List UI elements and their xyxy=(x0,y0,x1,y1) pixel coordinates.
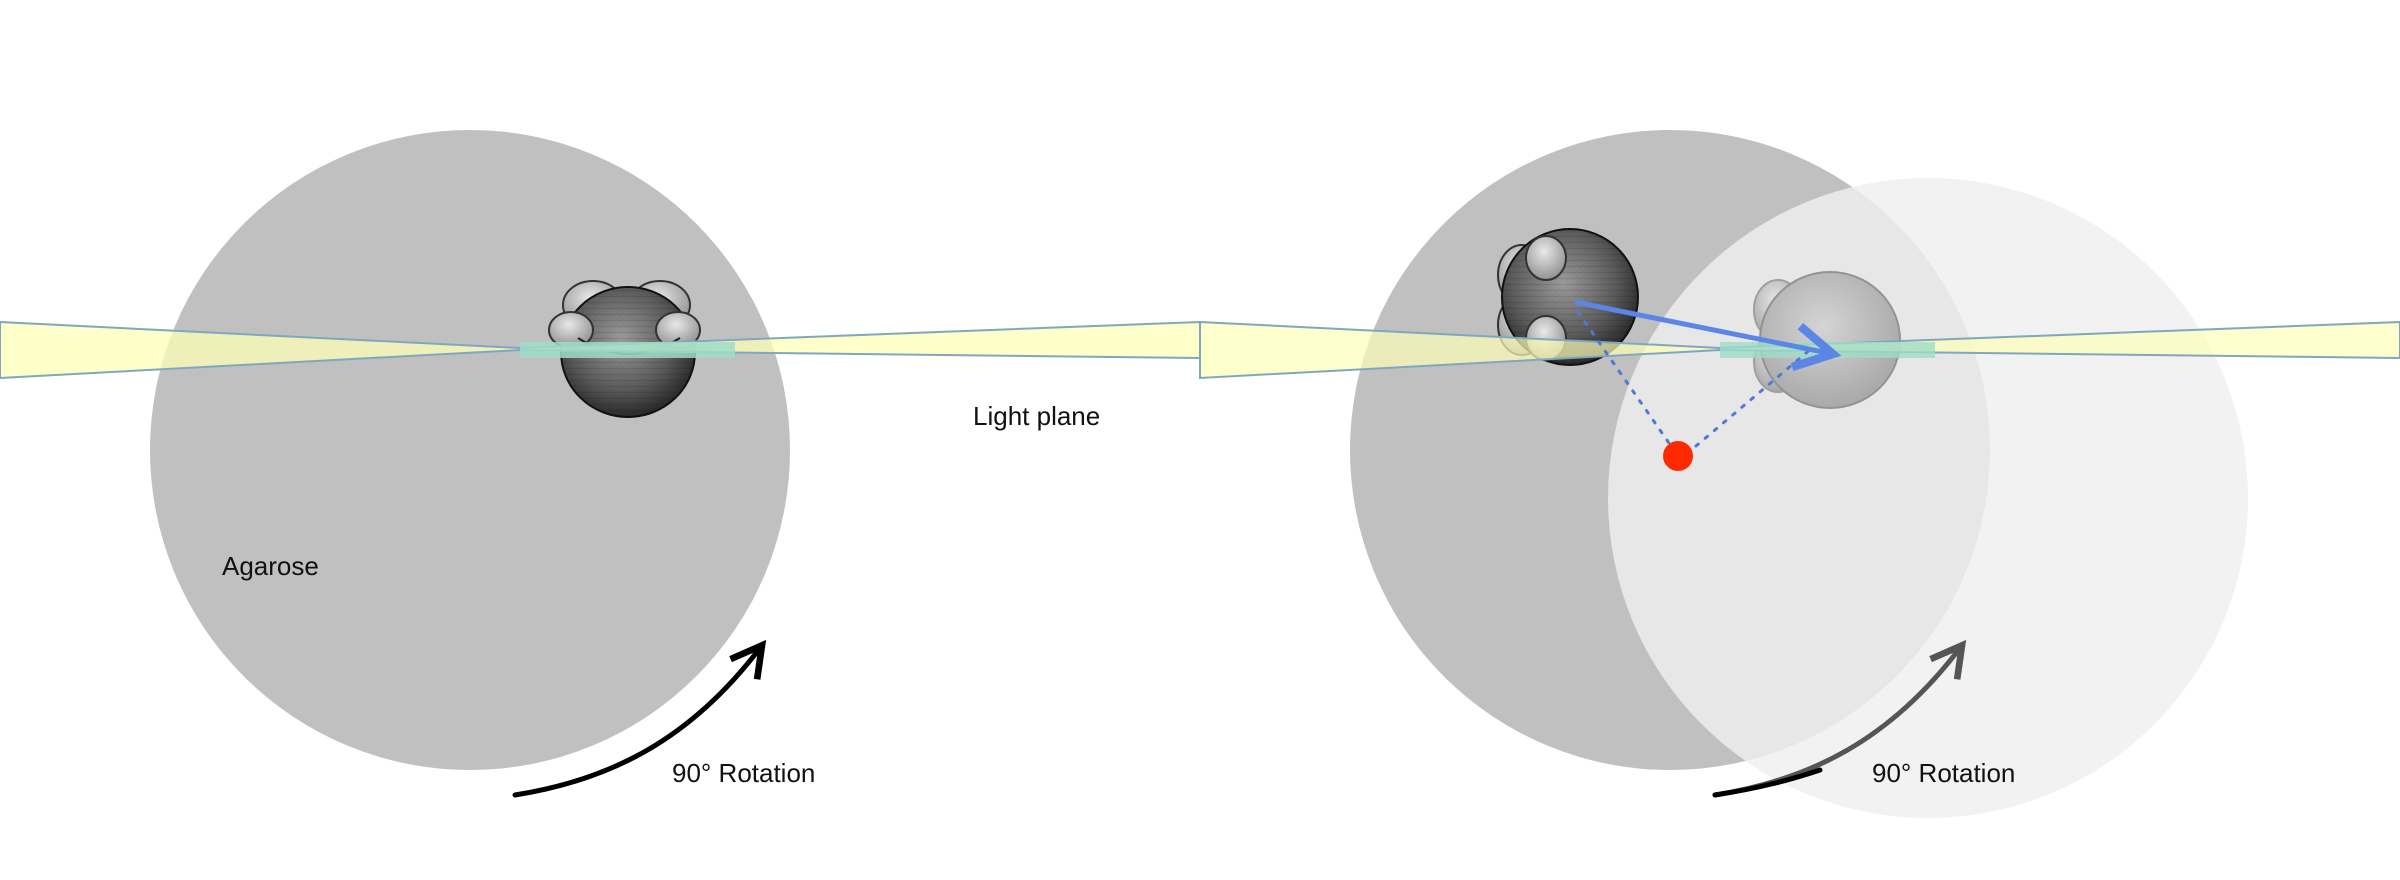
radius-line xyxy=(1694,346,1814,448)
agarose-label: Agarose xyxy=(222,551,319,581)
rotation-label-right: 90° Rotation xyxy=(1872,758,2015,788)
radius-line xyxy=(1576,310,1680,458)
rotation-label-left: 90° Rotation xyxy=(672,758,815,788)
rotation-center-dot xyxy=(1663,441,1693,471)
light-plane-label: Light plane xyxy=(973,401,1100,431)
agarose-cylinder xyxy=(150,130,790,770)
left-panel: Agarose 90° Rotation xyxy=(0,130,1201,798)
right-panel: 90° Rotation xyxy=(1199,130,2400,818)
focal-band xyxy=(520,342,735,358)
focal-band xyxy=(1720,342,1935,358)
agarose-cylinder-rotated xyxy=(1608,178,2248,818)
curved-arrow-icon xyxy=(512,648,760,798)
arrow-icon xyxy=(1574,299,1833,354)
